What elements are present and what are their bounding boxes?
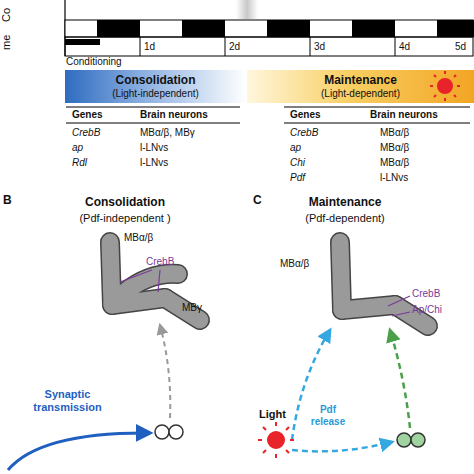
text-label: ap <box>72 142 83 154</box>
band-text: Consolidation <box>116 74 196 88</box>
text-label: Rdl <box>72 157 87 169</box>
text-label: Ap/Chi <box>412 304 442 316</box>
text-label: 3d <box>314 41 325 53</box>
timeline <box>65 0 474 56</box>
text-label: MBα/β <box>124 232 153 244</box>
text-label: MBα/β <box>280 258 309 270</box>
band-text: Maintenance <box>324 74 397 88</box>
text-label: Brain neurons <box>140 109 208 121</box>
text-label: MBα/β <box>380 127 409 139</box>
text-label: me <box>0 35 13 50</box>
pathway-arrows <box>8 325 410 470</box>
text-label: Maintenance <box>309 196 382 210</box>
text-label: Consolidation <box>85 196 165 210</box>
text-label: B <box>3 194 12 208</box>
text-label: 2d <box>229 41 240 53</box>
text-label: Genes <box>290 109 321 121</box>
text-label: ap <box>290 142 301 154</box>
text-label: MBα/β <box>380 157 409 169</box>
phase-band: Consolidation(Light-independent) <box>65 70 246 103</box>
band-text: (Light-dependent) <box>321 88 400 100</box>
text-label: Co <box>0 8 13 22</box>
phase-band: Maintenance(Light-dependent) <box>247 70 474 103</box>
text-label: Pdf <box>290 172 305 184</box>
text-label: l-LNvs <box>140 142 168 154</box>
text-label: MBα/β, MBγ <box>140 127 195 139</box>
text-label: MBγ <box>182 302 202 314</box>
text-label: 5d <box>455 41 466 53</box>
table-rules <box>66 107 470 123</box>
text-label: 1d <box>144 41 155 53</box>
text-label: Chi <box>290 157 305 169</box>
sun-symbol <box>258 422 294 458</box>
text-label: (Pdf-dependent) <box>305 212 385 225</box>
text-label: Conditioning <box>66 56 122 68</box>
text-label: 4d <box>399 41 410 53</box>
leader-lines <box>120 270 410 316</box>
sun-symbol <box>430 71 460 101</box>
text-label: MBα/β <box>380 142 409 154</box>
text-label: Synaptic transmission <box>20 388 115 413</box>
text-label: CrebB <box>72 127 100 139</box>
text-label: l-LNvs <box>380 172 408 184</box>
text-label: (Pdf-independent ) <box>79 212 170 225</box>
text-label: CrebB <box>290 127 318 139</box>
text-label: Genes <box>72 109 103 121</box>
text-label: l-LNvs <box>140 157 168 169</box>
text-label: CrebB <box>412 288 440 300</box>
text-label: CrebB <box>146 256 174 268</box>
text-label: C <box>253 194 262 208</box>
text-label: Pdf release <box>304 404 352 427</box>
neuron-symbols <box>155 425 425 447</box>
text-label: Brain neurons <box>370 109 438 121</box>
band-text: (Light-independent) <box>112 88 199 100</box>
text-label: Light <box>259 408 286 421</box>
